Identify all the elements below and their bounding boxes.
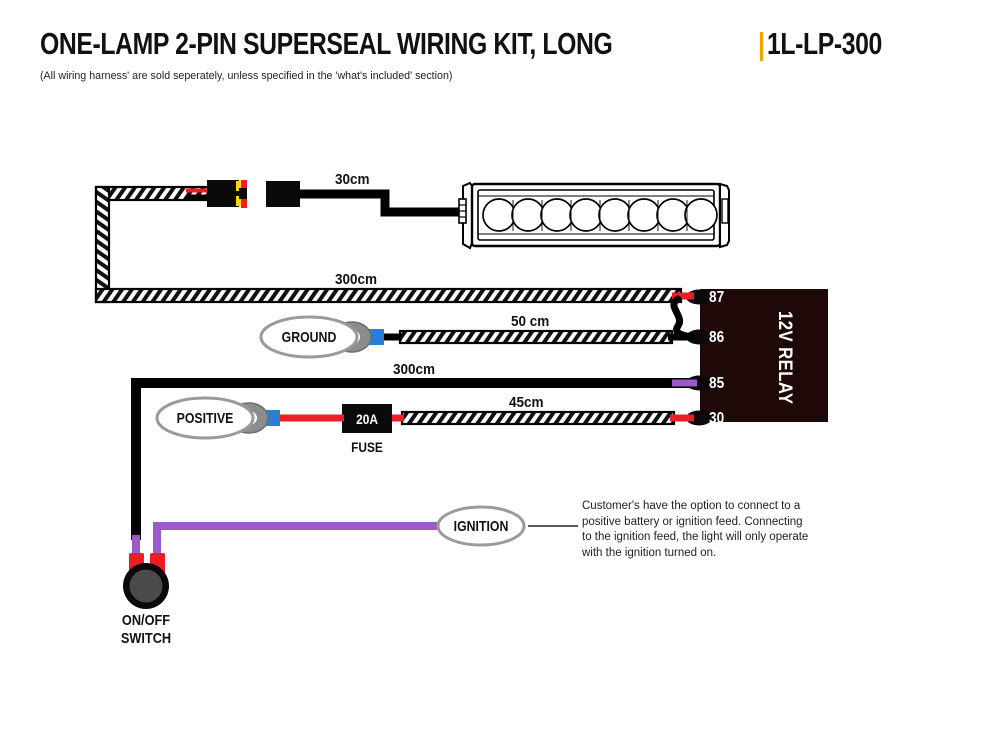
wire-ignition-branch (153, 505, 578, 547)
part-number: 1L-LP-300 (767, 26, 883, 61)
fuse-rating-label: 20A (356, 411, 378, 427)
lamp-lead-wire (299, 189, 470, 217)
superseal-connector-female (207, 180, 247, 208)
page-header: ONE-LAMP 2-PIN SUPERSEAL WIRING KIT, LON… (40, 28, 960, 82)
superseal-connector-male (266, 181, 300, 207)
ignition-note: Customer's have the option to connect to… (582, 500, 809, 559)
light-bar-lamp (458, 181, 730, 250)
tag-ground-label: GROUND (281, 329, 337, 346)
dim-main-run: 300cm (335, 271, 378, 288)
tag-positive-label: POSITIVE (176, 410, 234, 427)
relay-pin-30: 30 (709, 410, 725, 427)
switch-caption-line1: ON/OFF (121, 612, 171, 629)
title-row: ONE-LAMP 2-PIN SUPERSEAL WIRING KIT, LON… (40, 28, 960, 59)
page-title: ONE-LAMP 2-PIN SUPERSEAL WIRING KIT, LON… (40, 26, 613, 61)
relay-pin-86: 86 (709, 329, 725, 346)
wire-pin-85-ignition-switch (131, 378, 697, 540)
dim-relay-run: 300cm (393, 361, 436, 378)
title-separator: | (757, 26, 765, 61)
dim-fuse-lead: 45cm (509, 394, 544, 411)
relay-pin-85: 85 (709, 375, 725, 392)
relay-label: 12V RELAY (774, 311, 795, 405)
page-subtitle: (All wiring harness' are sold seperately… (40, 70, 453, 82)
tag-ignition-label: IGNITION (453, 518, 509, 535)
relay-body (700, 289, 828, 422)
dim-lamp-lead: 30cm (335, 171, 370, 188)
wire-pin-30-positive-fuse (155, 396, 694, 440)
relay-pin-87: 87 (709, 289, 725, 306)
fuse-caption: FUSE (351, 439, 383, 455)
relay-pin-terminals (686, 289, 712, 426)
on-off-switch (123, 535, 169, 609)
wire-pin-86-ground (259, 315, 694, 359)
dim-ground-lead: 50 cm (511, 313, 550, 330)
switch-caption-line2: SWITCH (120, 630, 172, 647)
